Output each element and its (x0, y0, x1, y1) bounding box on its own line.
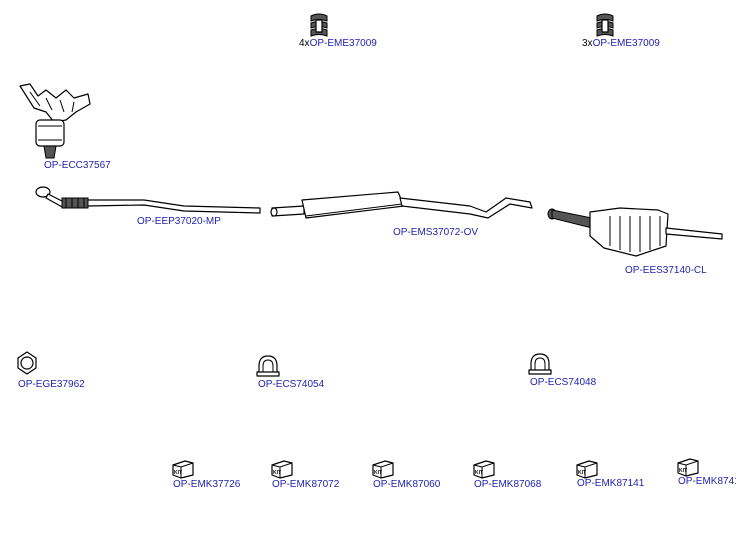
rubber-mount-icon[interactable] (308, 13, 330, 38)
part-code-front-pipe[interactable]: OP-EEP37020-MP (137, 216, 221, 227)
catalyst-manifold-icon[interactable] (16, 82, 92, 160)
part-code-kit[interactable]: OP-EMK37726 (173, 479, 241, 490)
part-code[interactable]: OP-EME37009 (309, 38, 377, 49)
quantity: 4x (299, 38, 310, 49)
middle-silencer-icon[interactable] (270, 186, 538, 226)
part-code-gasket[interactable]: OP-EGE37962 (18, 379, 85, 390)
part-code-clamp[interactable]: OP-ECS74054 (258, 379, 325, 390)
rubber-mount-icon[interactable] (594, 13, 616, 38)
clamp-icon[interactable] (527, 352, 553, 376)
part-code-kit[interactable]: OP-EMK8741 (678, 476, 736, 487)
kit-badge: KIT (273, 470, 281, 476)
kit-badge: KIT (475, 470, 483, 476)
part-code-kit[interactable]: OP-EMK87068 (474, 479, 542, 490)
part-code-clamp[interactable]: OP-ECS74048 (530, 377, 597, 388)
mount-label-group[interactable]: 4xOP-EME37009 (299, 38, 377, 50)
kit-box-icon[interactable]: KIT (171, 459, 195, 479)
part-code-kit[interactable]: OP-EMK87072 (272, 479, 340, 490)
kit-badge: KIT (578, 470, 586, 476)
gasket-icon[interactable] (14, 350, 40, 376)
kit-box-icon[interactable]: KIT (371, 459, 395, 479)
quantity: 3x (582, 38, 593, 49)
kit-box-icon[interactable]: KIT (472, 459, 496, 479)
part-code-kit[interactable]: OP-EMK87141 (577, 478, 645, 489)
kit-box-icon[interactable]: KIT (575, 459, 599, 479)
front-pipe-icon[interactable] (34, 184, 262, 216)
clamp-icon[interactable] (255, 354, 281, 378)
part-code-middle-silencer[interactable]: OP-EMS37072-OV (393, 227, 479, 238)
kit-badge: KIT (374, 470, 382, 476)
mount-label-group[interactable]: 3xOP-EME37009 (582, 38, 660, 50)
kit-badge: KIT (679, 468, 687, 474)
kit-box-icon[interactable]: KIT (676, 457, 700, 477)
kit-box-icon[interactable]: KIT (270, 459, 294, 479)
rear-silencer-icon[interactable] (546, 206, 724, 264)
part-code-kit[interactable]: OP-EMK87060 (373, 479, 441, 490)
kit-badge: KIT (174, 470, 182, 476)
part-code-rear-silencer[interactable]: OP-EES37140-CL (625, 265, 707, 276)
part-code[interactable]: OP-EME37009 (592, 38, 660, 49)
part-code-catalyst[interactable]: OP-ECC37567 (44, 160, 111, 171)
